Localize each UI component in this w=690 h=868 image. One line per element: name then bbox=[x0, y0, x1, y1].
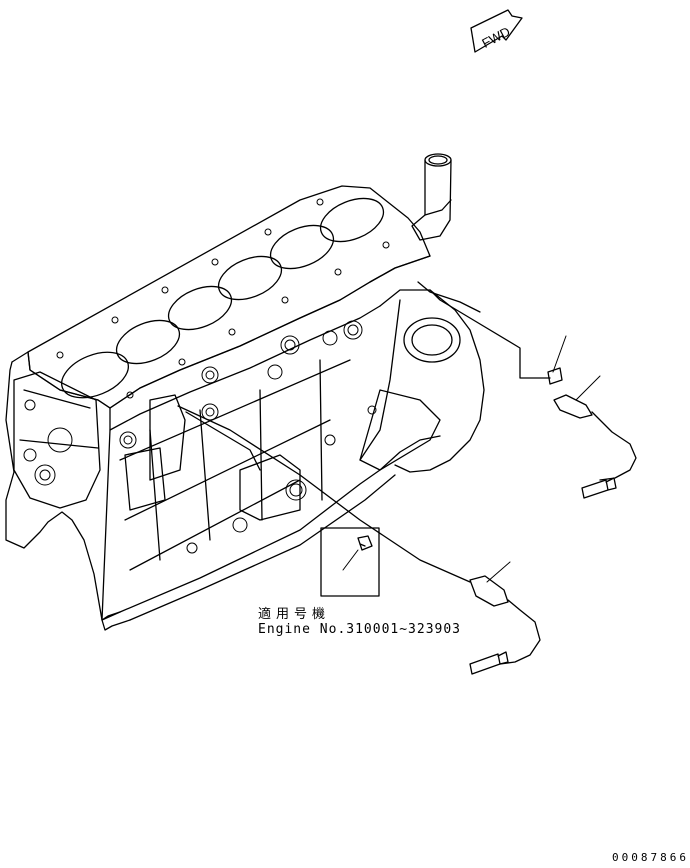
fwd-arrow-label: FWD bbox=[479, 24, 512, 51]
cylinder-bore-5 bbox=[269, 224, 335, 270]
upper-sensor-plug bbox=[547, 367, 563, 385]
cylinder-bore-2 bbox=[115, 319, 181, 365]
lower-sensor-connector bbox=[469, 653, 501, 675]
fwd-arrow: FWD bbox=[470, 9, 523, 53]
rear-main-bore bbox=[403, 317, 461, 363]
applicability-label-en: Engine No.310001~323903 bbox=[258, 622, 462, 637]
document-number: 00087866 bbox=[612, 851, 689, 864]
upper-temperature-sensor bbox=[553, 394, 593, 419]
lower-temperature-sensor bbox=[469, 575, 509, 607]
cylinder-bore-6 bbox=[319, 197, 385, 243]
water-outlet-pipe bbox=[411, 153, 452, 241]
upper-sensor-connector bbox=[581, 479, 609, 499]
engine-block bbox=[5, 185, 485, 631]
sensor-harness bbox=[177, 281, 637, 675]
leader-lines bbox=[342, 335, 601, 583]
inset-plug bbox=[357, 535, 373, 551]
cylinder-bore-3 bbox=[167, 285, 233, 331]
applicability-label-jp: 適用号機 bbox=[258, 607, 331, 622]
inset-box bbox=[320, 527, 380, 597]
cylinder-bore-1 bbox=[61, 351, 129, 399]
cylinder-bore-4 bbox=[217, 255, 283, 301]
